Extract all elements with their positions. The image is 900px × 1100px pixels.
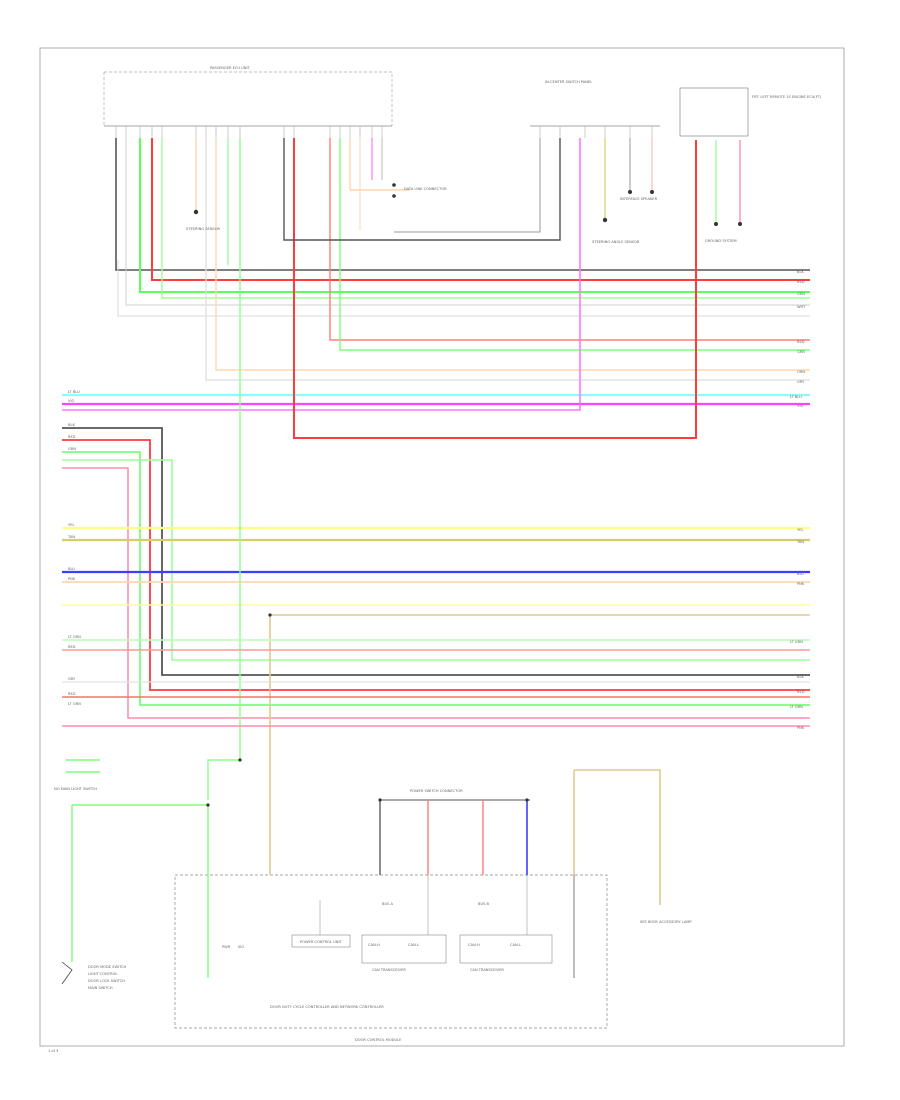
left-wire-label-yel: YEL (68, 523, 74, 527)
bus-a-label: BUS A (382, 902, 394, 906)
side-module-label: FRT. LEFT REMOTE 1S ENGINE ECU(FT) (752, 95, 822, 99)
can-transceiver-a-label: CAN TRANSCEIVER (372, 968, 406, 972)
left-wire-label-red-2: RED (68, 645, 76, 649)
instrument-panel-label: IN-CENTER SWITCH PANEL (545, 80, 592, 84)
component-symbols (193, 183, 742, 226)
sensor-sub-label-b: LIGHT CONTROL (88, 972, 117, 976)
wire-label-lt-grn-2: LT GRN (790, 705, 803, 709)
wire-label-tan: TAN (796, 540, 804, 544)
sig-label: SIG (238, 945, 244, 949)
wire-label-blk-2: BLK (797, 675, 804, 679)
data-link-label: DATA LINK CONNECTOR (404, 187, 447, 191)
left-wire-label-vio: VIO (68, 399, 75, 403)
wire-code-labels-left: LT BLU VIO BLK RED GRN YEL TAN BLU PNK L… (67, 390, 81, 706)
splice-points (238, 613, 529, 802)
bottom-left-sensor: DOOR MODE SWITCH LIGHT CONTROL DOOR LOCK… (61, 961, 127, 990)
wire-code-labels-right: BLK RED GRN WHT RED GRN ORN GRY LT BLU V… (790, 270, 806, 730)
horizontal-wire-bundle (62, 138, 810, 840)
sensor-sub-label-a: DOOR MODE SWITCH (88, 965, 127, 969)
wire-label-grn-2: GRN (797, 350, 805, 354)
can-transceiver-b-label: CAN TRANSCEIVER (470, 968, 504, 972)
wire-label-lt-blu: LT BLU (790, 395, 802, 399)
module-sub-label: DOOR DUTY CYCLE CONTROLLER AND NETWORK C… (270, 1005, 384, 1009)
wire-label-blk: BLK (797, 270, 804, 274)
wire-label-grn: GRN (797, 292, 805, 296)
sensor-sub-label-d: MAIN SWITCH (88, 986, 113, 990)
left-wire-label-lt-blu: LT BLU (68, 390, 80, 394)
module-title-label: DOOR CONTROL MODULE (355, 1038, 402, 1042)
position-lamp-label: SEE BODY ACCESSORY LAMP (640, 920, 692, 924)
can-hi2-label: CAN-H (468, 943, 480, 947)
wire-label-orn: ORN (797, 370, 805, 374)
wire-label-pnk: PNK (797, 582, 805, 586)
left-wire-label-lt-grn-2: LT GRN (68, 702, 81, 706)
wire-label-red-2: RED (797, 340, 805, 344)
steering-sensor-label: STEERING SENSOR (186, 227, 221, 231)
left-wire-label-tan: TAN (67, 535, 75, 539)
left-wire-label-red-3: RED (68, 692, 76, 696)
bus-b-label: BUS B (478, 902, 490, 906)
steering-angle-label: STEERING ANGLE SENSOR (592, 240, 640, 244)
left-wire-label-red: RED (68, 435, 76, 439)
top-connector-label: PASSENGER ECU UNIT (210, 66, 251, 70)
speaker-label: INTERFACE SPEAKER (620, 197, 658, 201)
ground-ref-label: GROUND SYSTEM (705, 239, 737, 243)
wire-label-red-3: RED (797, 690, 805, 694)
power-control-label: POWER CONTROL UNIT (300, 940, 343, 944)
wire-label-gry: GRY (797, 380, 805, 384)
wire-label-vio: VIO (797, 404, 804, 408)
wire-label-lt-grn: LT GRN (790, 640, 803, 644)
wire-label-red: RED (797, 280, 805, 284)
left-switch-label: NO MAIN LIGHT SWITCH (54, 787, 97, 791)
left-wire-label-pnk: PNK (68, 577, 76, 581)
side-module-box: FRT. LEFT REMOTE 1S ENGINE ECU(FT) (679, 87, 822, 137)
top-component-labels: STEERING SENSOR DATA LINK CONNECTOR STEE… (186, 187, 737, 244)
top-connector: PASSENGER ECU UNIT (103, 66, 393, 127)
can-lo2-label: CAN-L (510, 943, 521, 947)
instrument-panel-connector: IN-CENTER SWITCH PANEL (530, 80, 660, 127)
can-hi-label: CAN-H (368, 943, 380, 947)
wire-label-wht: WHT (797, 305, 806, 309)
left-wire-label-grn: GRN (68, 447, 76, 451)
pwr-label: PWR (222, 945, 231, 949)
power-switch-label: POWER SWITCH CONNECTOR (410, 789, 463, 793)
left-wire-label-gry: GRY (68, 677, 76, 681)
diagram-frame (39, 47, 845, 1047)
wire-label-pnk-2: PNK (797, 726, 805, 730)
page-number: 1 of 3 (48, 1049, 58, 1053)
left-wire-label-blk: BLK (68, 423, 75, 427)
top-pin-ticks (115, 126, 653, 138)
door-control-module: DOOR DUTY CYCLE CONTROLLER AND NETWORK C… (174, 769, 692, 1042)
left-switch-block: NO MAIN LIGHT SWITCH (54, 759, 210, 962)
left-wire-label-blu: BLU (68, 567, 75, 571)
left-wire-label-lt-grn: LT GRN (68, 635, 81, 639)
wire-label-yel: YEL (797, 528, 803, 532)
wire-label-blu: BLU (797, 572, 804, 576)
can-lo-label: CAN-L (408, 943, 419, 947)
sensor-sub-label-c: DOOR LOCK SWITCH (88, 979, 125, 983)
